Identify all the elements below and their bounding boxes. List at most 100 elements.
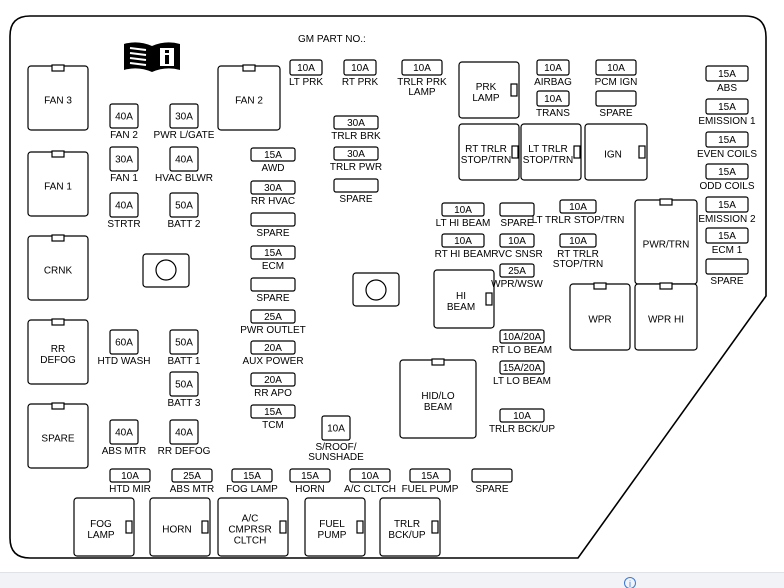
fuse-pwrlgate-amp: 30A: [175, 112, 193, 123]
relay-ign[interactable]: IGN: [584, 123, 648, 181]
relay-horn[interactable]: HORN: [149, 497, 211, 557]
fuse-spare-mid2[interactable]: SPARE: [250, 277, 296, 304]
fuse-spare-hb-label: SPARE: [500, 218, 533, 229]
relay-acclutch-body: [217, 497, 289, 557]
fuse-spare-bot[interactable]: SPARE: [471, 468, 513, 495]
fuse-spare-c[interactable]: SPARE: [333, 178, 379, 205]
fuse-spare-top-label: SPARE: [599, 108, 632, 119]
relay-fan2[interactable]: FAN 2: [217, 64, 281, 131]
relay-fan3[interactable]: FAN 3: [27, 64, 89, 131]
relay-wpr-terminal: [593, 282, 607, 290]
fuse-batt3-label: BATT 3: [168, 398, 201, 409]
relay-pwrtrn[interactable]: PWR/TRN: [634, 198, 698, 285]
fuse-rrdefogf-amp: 40A: [175, 428, 193, 439]
relay-acclutch-terminal: [279, 520, 287, 534]
relay-wprhi[interactable]: WPR HI: [634, 282, 698, 351]
fuse-spare-top[interactable]: SPARE: [595, 90, 637, 119]
relay-hibeam-terminal: [485, 292, 493, 306]
fuse-spare-hb[interactable]: SPARE: [499, 202, 535, 229]
fuse-oddcoils-amp: 15A: [718, 167, 736, 178]
fuse-foglampf-label: FOG LAMP: [226, 484, 278, 495]
fuse-emission1-label: EMISSION 1: [698, 116, 756, 127]
fuse-spare-mid1[interactable]: SPARE: [250, 212, 296, 239]
relay-crnk[interactable]: CRNK: [27, 234, 89, 301]
fuse-spare-right[interactable]: SPARE: [705, 258, 749, 287]
fuse-fan2f-label: FAN 2: [110, 130, 138, 141]
info-icon[interactable]: i: [624, 577, 636, 588]
fuse-strtr-body: [109, 192, 139, 218]
relay-fan1-label: FAN 1: [44, 182, 72, 193]
fuse-tcm-body: [250, 404, 296, 419]
fuse-spare-mid1-label: SPARE: [256, 228, 289, 239]
relay-wpr[interactable]: WPR: [569, 282, 631, 351]
fuse-rrhvac-amp: 30A: [264, 183, 282, 194]
fuse-lthibeam-amp: 10A: [454, 205, 472, 216]
relay-spare-left[interactable]: SPARE: [27, 402, 89, 469]
relay-fan1[interactable]: FAN 1: [27, 150, 89, 217]
fuse-rttrlrst-amp: 10A: [569, 236, 587, 247]
footer-bar: [0, 572, 784, 588]
